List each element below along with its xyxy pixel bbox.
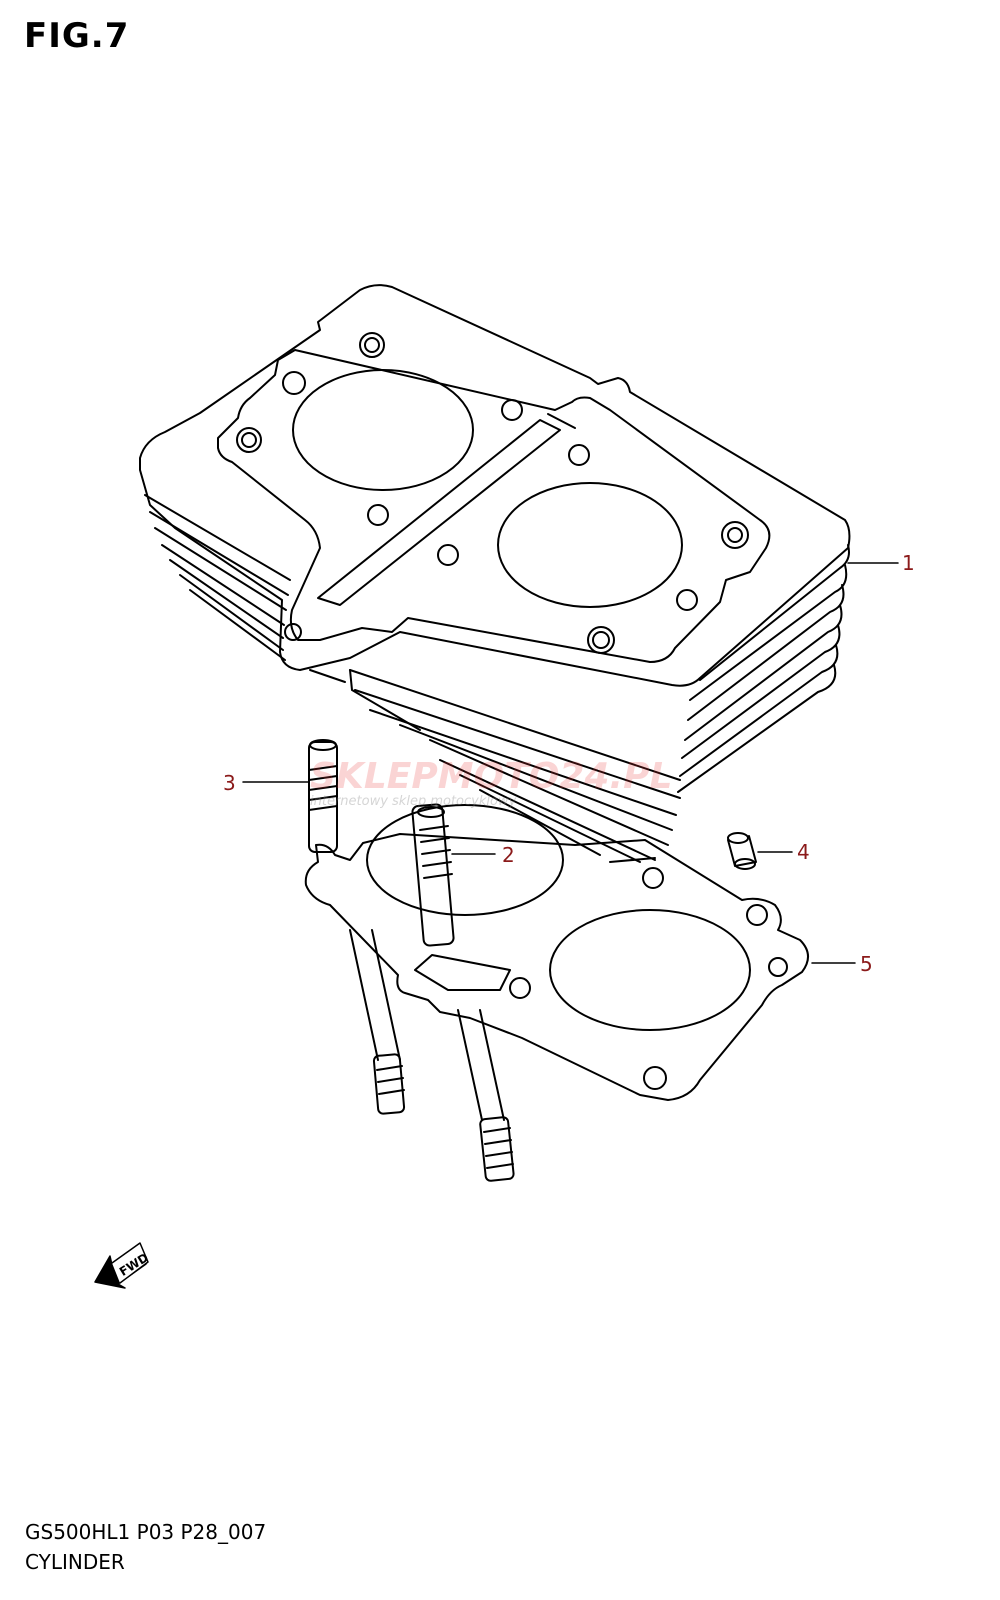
diagram-code: GS500HL1 P03 P28_007 bbox=[25, 1520, 267, 1544]
callout-4: 4 bbox=[797, 840, 810, 864]
cylinder-gasket bbox=[304, 804, 809, 1101]
cylinder-block bbox=[139, 284, 851, 863]
figure-title: FIG.7 bbox=[24, 16, 130, 56]
stud-left bbox=[308, 739, 406, 1115]
callout-1: 1 bbox=[902, 551, 915, 575]
watermark-tagline: internetowy sklep motocyklowy bbox=[310, 794, 517, 809]
fwd-arrow-icon bbox=[94, 1242, 149, 1289]
diagram-name: CYLINDER bbox=[25, 1550, 125, 1574]
callout-2: 2 bbox=[502, 843, 515, 867]
dowel-pin bbox=[727, 832, 757, 870]
callout-5: 5 bbox=[860, 952, 873, 976]
callout-3: 3 bbox=[223, 771, 236, 795]
stud-right bbox=[411, 803, 515, 1182]
watermark-logo: SKLEPMOTO24.PL bbox=[310, 756, 672, 797]
